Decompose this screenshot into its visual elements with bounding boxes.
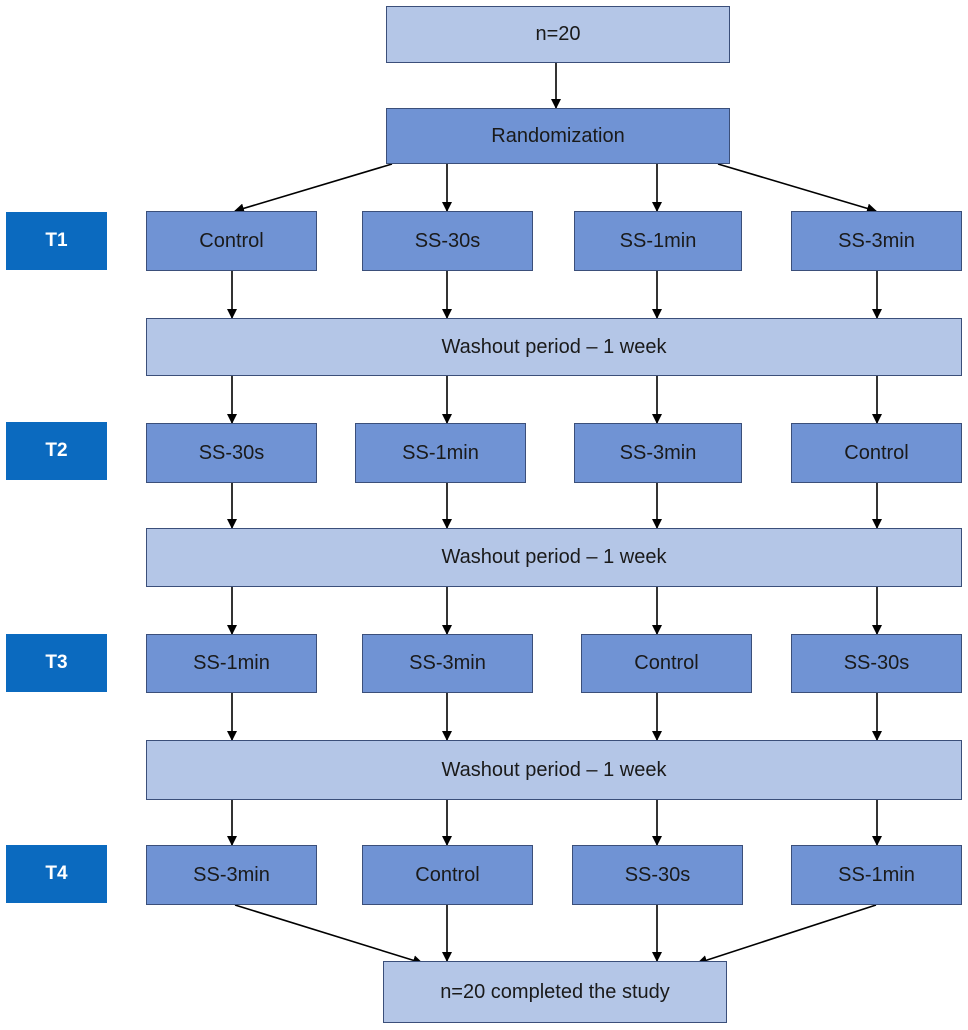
arrow-randomization-to-t1-arm-1 [234, 163, 393, 214]
period-label-t2: T2 [6, 422, 107, 480]
t2-arm-1: SS-30s [146, 423, 317, 483]
start-box: n=20 [386, 6, 730, 63]
t3-arm-2: SS-3min [362, 634, 533, 693]
t2-arm-2: SS-1min [355, 423, 526, 483]
t2-arm-4: Control [791, 423, 962, 483]
arrow-t4-arm-1-to-end [234, 904, 423, 966]
end-box: n=20 completed the study [383, 961, 727, 1023]
arrow-t4-arm-4-to-end [697, 904, 877, 965]
t1-arm-4: SS-3min [791, 211, 962, 271]
t3-arm-3: Control [581, 634, 752, 693]
t1-arm-1: Control [146, 211, 317, 271]
washout-3: Washout period – 1 week [146, 740, 962, 800]
t1-arm-2: SS-30s [362, 211, 533, 271]
t3-arm-1: SS-1min [146, 634, 317, 693]
period-label-t3: T3 [6, 634, 107, 692]
t1-arm-3: SS-1min [574, 211, 742, 271]
washout-1: Washout period – 1 week [146, 318, 962, 376]
t4-arm-3: SS-30s [572, 845, 743, 905]
t4-arm-1: SS-3min [146, 845, 317, 905]
t4-arm-4: SS-1min [791, 845, 962, 905]
washout-2: Washout period – 1 week [146, 528, 962, 587]
period-label-t1: T1 [6, 212, 107, 270]
randomization-box: Randomization [386, 108, 730, 164]
t2-arm-3: SS-3min [574, 423, 742, 483]
t3-arm-4: SS-30s [791, 634, 962, 693]
t4-arm-2: Control [362, 845, 533, 905]
period-label-t4: T4 [6, 845, 107, 903]
arrow-randomization-to-t1-arm-4 [717, 163, 877, 214]
